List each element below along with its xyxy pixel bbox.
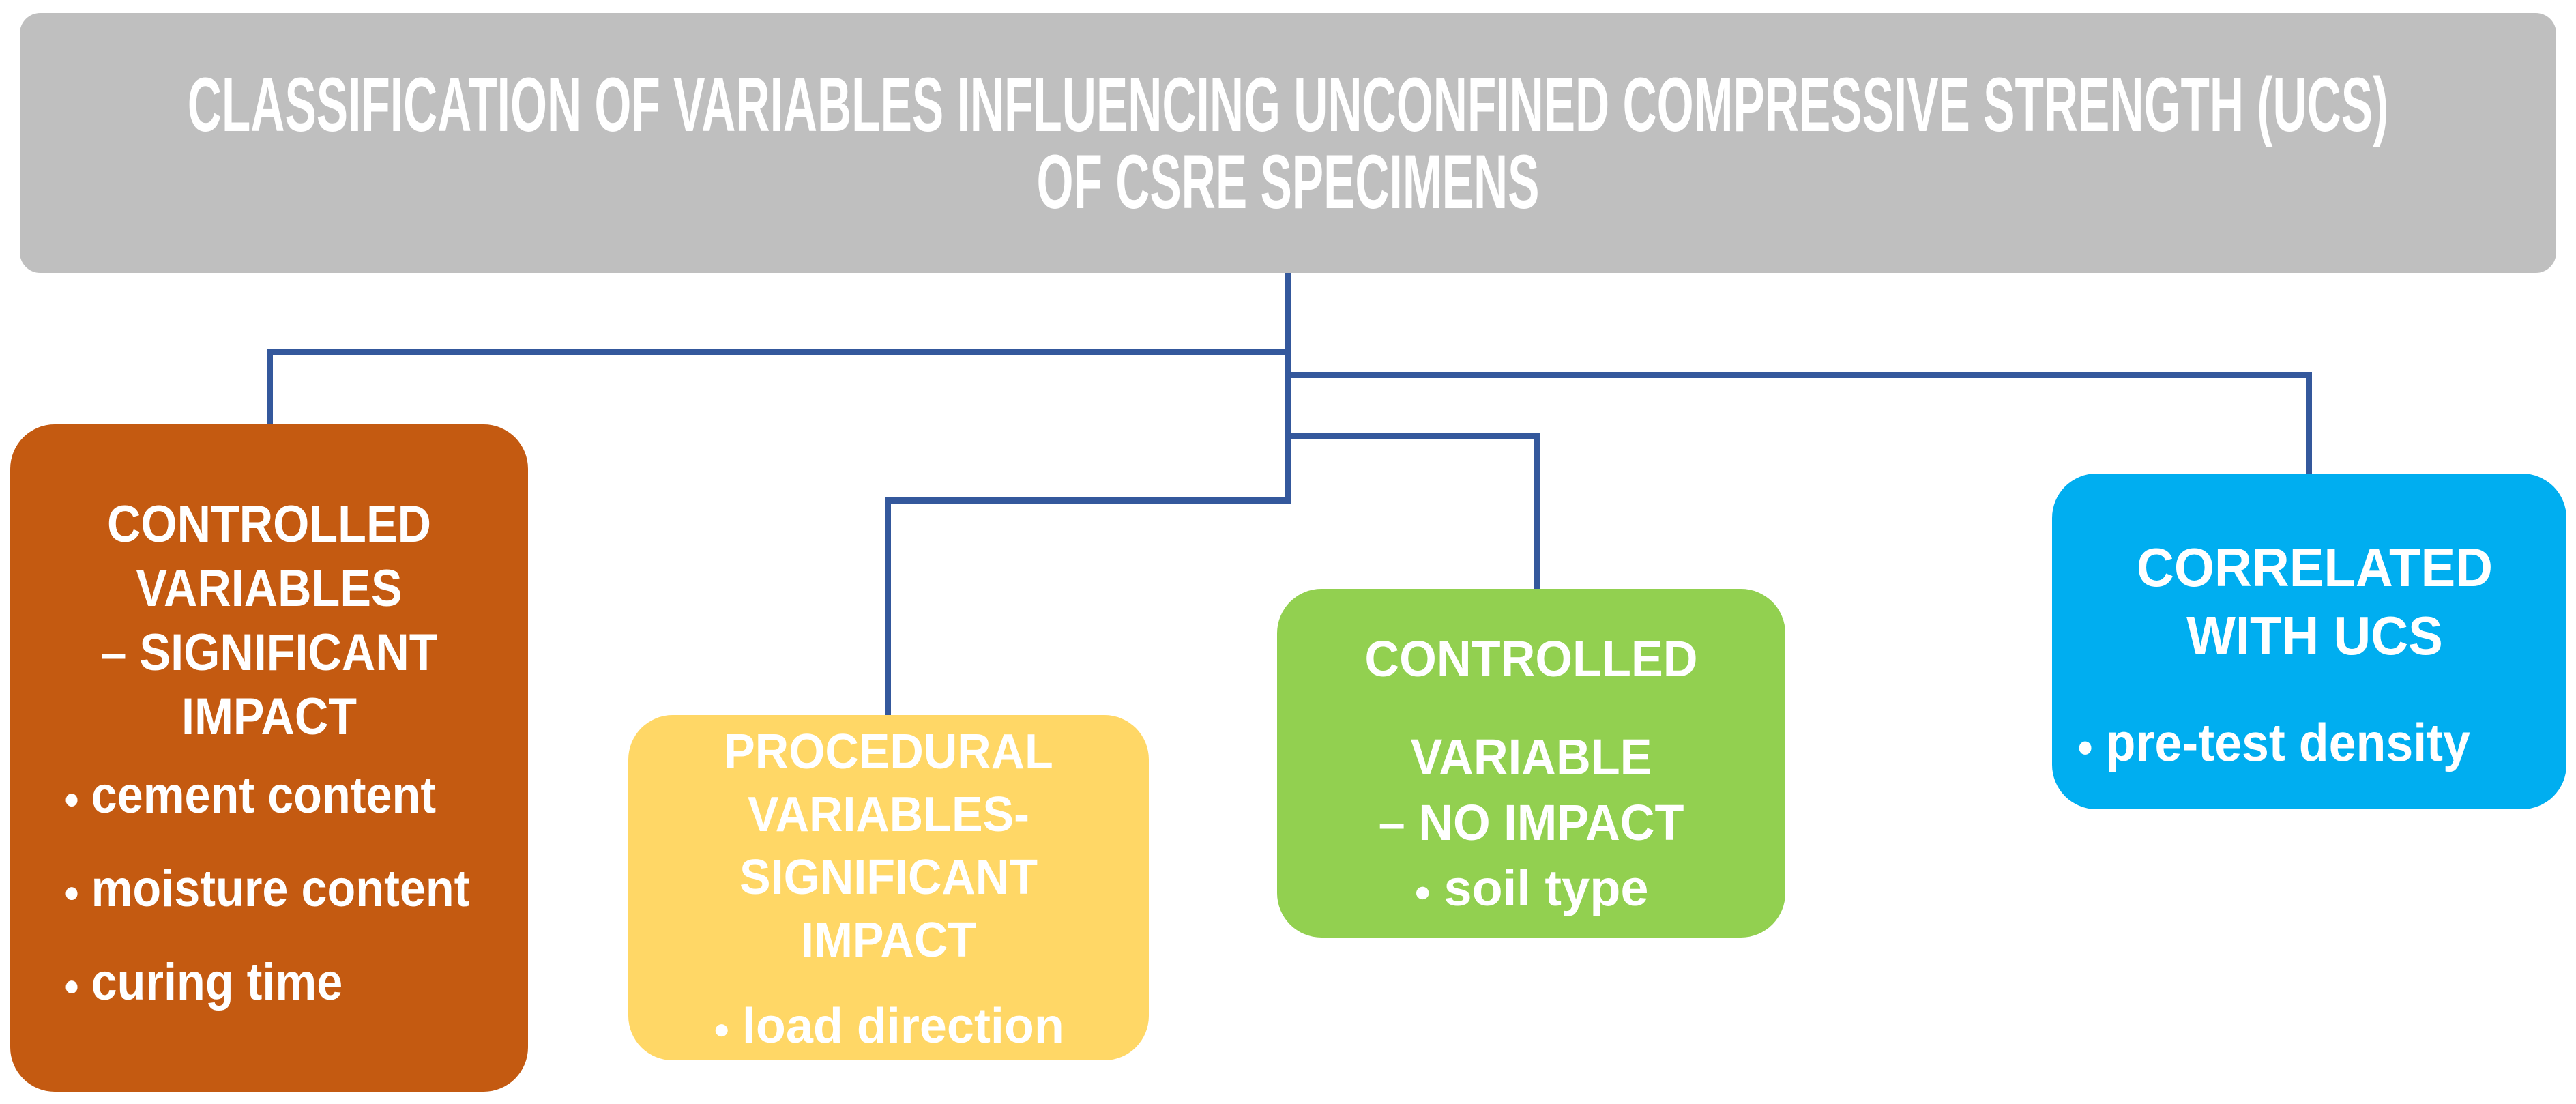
- box-heading: CONTROLLED VARIABLE – NO IMPACT: [1303, 626, 1760, 856]
- heading-line: VARIABLE: [1410, 729, 1652, 785]
- list-item: ● curing time: [63, 950, 463, 1019]
- connector-stem: [1285, 273, 1291, 504]
- connector-orange-vertical: [267, 349, 273, 424]
- list-item-label: cement content: [91, 766, 437, 824]
- box-controlled-variable-no-impact: CONTROLLED VARIABLE – NO IMPACT ● soil ty…: [1277, 589, 1785, 938]
- list-item: ● load direction: [642, 995, 1135, 1060]
- box-heading: PROCEDURAL VARIABLES- SIGNIFICANT IMPACT: [654, 721, 1123, 972]
- connector-blue-vertical: [2306, 372, 2312, 474]
- connector-orange-horizontal: [267, 349, 1291, 355]
- bullet-icon: ●: [63, 875, 80, 909]
- list-item-label: soil type: [1444, 860, 1649, 916]
- title-box: CLASSIFICATION OF VARIABLES INFLUENCING …: [20, 13, 2556, 273]
- heading-line: CONTROLLED: [1364, 630, 1698, 687]
- bullet-list: ● load direction: [642, 995, 1135, 1060]
- list-item: ● cement content: [63, 763, 463, 832]
- box-heading: CONTROLLED VARIABLES – SIGNIFICANT IMPAC…: [55, 493, 484, 749]
- bullet-icon: ●: [63, 968, 80, 1002]
- list-item-label: moisture content: [91, 859, 470, 918]
- box-controlled-variables-significant-impact: CONTROLLED VARIABLES – SIGNIFICANT IMPAC…: [10, 424, 528, 1092]
- bullet-list: ● soil type: [1291, 856, 1772, 925]
- connector-blue-horizontal: [1285, 372, 2312, 378]
- bullet-icon: ●: [2077, 728, 2094, 764]
- connector-green-vertical: [1534, 433, 1540, 589]
- heading-line: VARIABLES: [136, 560, 402, 618]
- heading-line: PROCEDURAL: [724, 725, 1053, 779]
- heading-line: – SIGNIFICANT: [100, 624, 438, 682]
- heading-line: CONTROLLED: [107, 495, 431, 553]
- heading-line: SIGNIFICANT: [740, 850, 1038, 905]
- heading-line: CORRELATED: [2136, 537, 2493, 598]
- list-item-label: load direction: [742, 999, 1064, 1054]
- connector-green-horizontal: [1285, 433, 1540, 439]
- connector-yellow-horizontal: [885, 497, 1291, 504]
- connector-yellow-vertical: [885, 497, 891, 715]
- list-item: ● moisture content: [63, 856, 469, 925]
- list-item-label: curing time: [91, 953, 343, 1011]
- list-item: ● pre-test density: [2077, 708, 2515, 781]
- list-item: ● soil type: [1291, 856, 1772, 925]
- bullet-icon: ●: [63, 781, 80, 815]
- box-procedural-variables-significant-impact: PROCEDURAL VARIABLES- SIGNIFICANT IMPACT…: [628, 715, 1149, 1060]
- bullet-list: ● pre-test density: [2077, 708, 2553, 781]
- box-correlated-with-ucs: CORRELATED WITH UCS ● pre-test density: [2052, 474, 2566, 809]
- bullet-list: ● cement content ● moisture content ● curin…: [31, 763, 508, 1019]
- list-item-label: pre-test density: [2105, 712, 2470, 772]
- title-line-2: OF CSRE SPECIMENS: [1036, 139, 1540, 224]
- bullet-icon: ●: [713, 1013, 731, 1045]
- heading-line: – NO IMPACT: [1378, 794, 1684, 851]
- title-line-1: CLASSIFICATION OF VARIABLES INFLUENCING …: [187, 61, 2389, 147]
- heading-line: IMPACT: [181, 688, 357, 746]
- bullet-icon: ●: [1414, 875, 1432, 908]
- page-title: CLASSIFICATION OF VARIABLES INFLUENCING …: [188, 66, 2388, 220]
- box-heading: CORRELATED WITH UCS: [2088, 534, 2541, 670]
- heading-line: IMPACT: [800, 913, 977, 968]
- heading-line: WITH UCS: [2186, 605, 2443, 666]
- heading-line: VARIABLES-: [748, 787, 1029, 842]
